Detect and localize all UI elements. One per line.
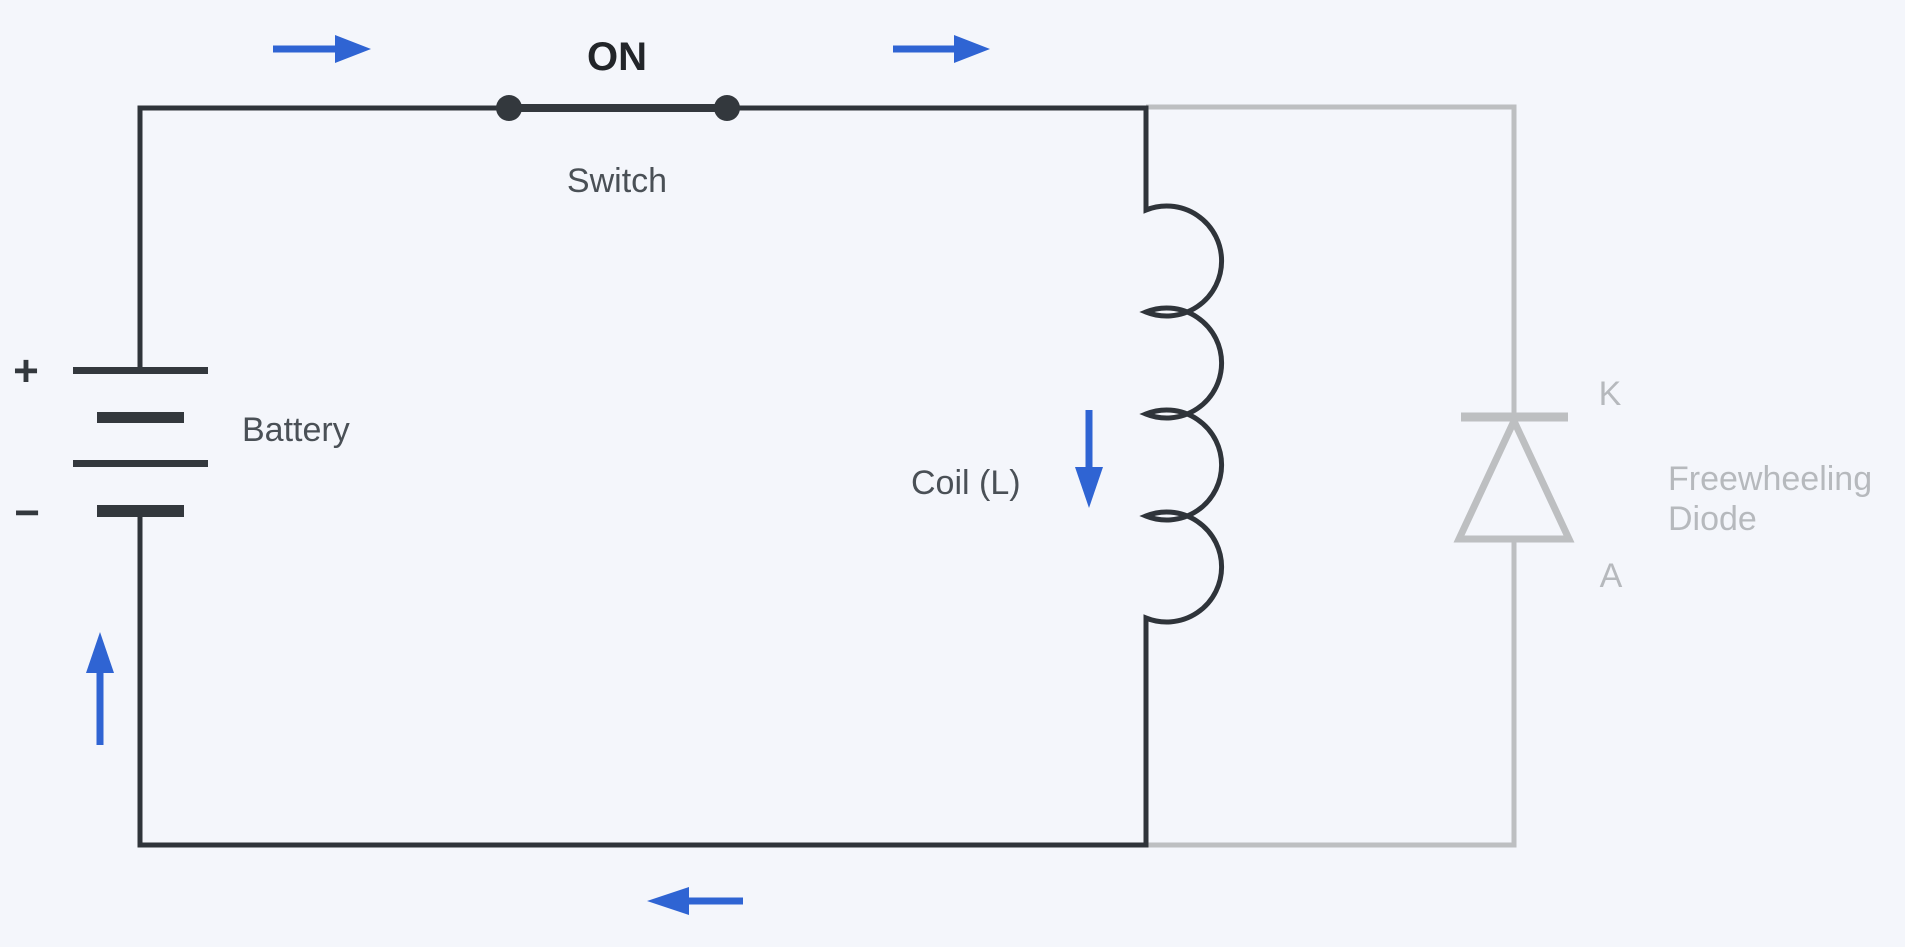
arrow-head — [335, 35, 371, 63]
coil-name-label: Coil (L) — [911, 464, 1021, 502]
battery-plate-long-2 — [73, 460, 208, 467]
diode-name-label-line1: Freewheeling — [1668, 460, 1872, 498]
diode-cathode-label: K — [1599, 375, 1622, 413]
arrow-head — [647, 887, 689, 915]
battery-plate-short-1 — [97, 412, 184, 423]
arrow-head — [86, 632, 114, 673]
diode-name-label-line2: Diode — [1668, 500, 1757, 538]
switch-state-label: ON — [587, 35, 647, 79]
current-arrow-coil-down — [1075, 410, 1103, 508]
current-arrow-top-right — [893, 35, 990, 63]
diode-triangle — [1453, 412, 1575, 543]
battery-symbol — [73, 367, 208, 517]
freewheel-wire-top — [1146, 104, 1517, 413]
switch-component[interactable] — [496, 95, 740, 121]
switch-contact-left — [496, 95, 522, 121]
freewheel-wire-bottom — [1146, 539, 1517, 848]
current-arrow-left-up — [86, 632, 114, 745]
main-circuit-wire — [137, 105, 1225, 848]
current-arrow-bottom-left — [647, 887, 743, 915]
freewheeling-branch — [1146, 104, 1575, 848]
battery-plate-long-1 — [73, 367, 208, 374]
switch-contact-right — [714, 95, 740, 121]
arrow-head — [1075, 467, 1103, 508]
switch-name-label: Switch — [567, 162, 667, 200]
arrow-head — [954, 35, 990, 63]
battery-name-label: Battery — [242, 411, 350, 449]
battery-negative-label: − — [14, 489, 40, 538]
battery-plate-short-2 — [97, 505, 184, 517]
current-arrow-top-left — [273, 35, 371, 63]
battery-positive-label: + — [13, 347, 39, 396]
diode-anode-label: A — [1600, 557, 1623, 595]
